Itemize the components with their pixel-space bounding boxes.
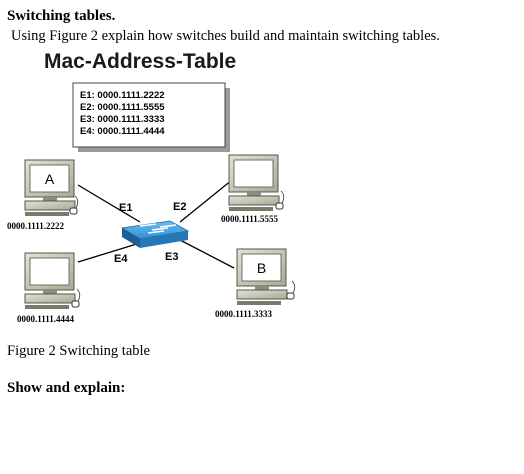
- table-entry: E1: 0000.1111.2222: [80, 90, 165, 101]
- computer-bottom-left-icon: [24, 252, 81, 309]
- mac-label-top-right: 0000.1111.5555: [221, 214, 279, 224]
- port-label-e2: E2: [173, 201, 186, 213]
- link-e1: [77, 184, 141, 223]
- section-heading: Switching tables.: [7, 8, 116, 24]
- mac-label-bottom-right: 0000.1111.3333: [215, 309, 273, 319]
- show-and-explain-heading: Show and explain:: [7, 380, 126, 396]
- link-e2: [179, 179, 233, 223]
- computer-top-right-icon: [228, 154, 285, 211]
- computer-b-icon: B: [236, 248, 296, 305]
- table-entry: E3: 0000.1111.3333: [80, 114, 165, 125]
- figure-caption: Figure 2 Switching table: [7, 343, 150, 359]
- link-e4: [77, 242, 141, 263]
- table-entry: E4: 0000.1111.4444: [80, 126, 165, 137]
- intro-text: Using Figure 2 explain how switches buil…: [11, 28, 440, 44]
- mac-label-bottom-left: 0000.1111.4444: [17, 314, 75, 324]
- switching-table-figure: Mac-Address-Table E1: 0000.1111.2222 E2:…: [7, 50, 296, 324]
- network-links: [77, 179, 235, 269]
- port-label-e4: E4: [114, 253, 128, 265]
- table-entry: E2: 0000.1111.5555: [80, 102, 165, 113]
- figure-title: Mac-Address-Table: [44, 50, 236, 73]
- mac-label-top-left: 0000.1111.2222: [7, 221, 65, 231]
- switch-icon: [120, 220, 190, 248]
- port-label-e1: E1: [119, 202, 132, 214]
- computer-a-label: A: [45, 171, 55, 187]
- port-label-e3: E3: [165, 251, 178, 263]
- computer-a-icon: A: [24, 159, 79, 216]
- link-e3: [179, 239, 235, 269]
- computer-b-label: B: [257, 260, 266, 276]
- mac-address-table: E1: 0000.1111.2222 E2: 0000.1111.5555 E3…: [72, 82, 230, 152]
